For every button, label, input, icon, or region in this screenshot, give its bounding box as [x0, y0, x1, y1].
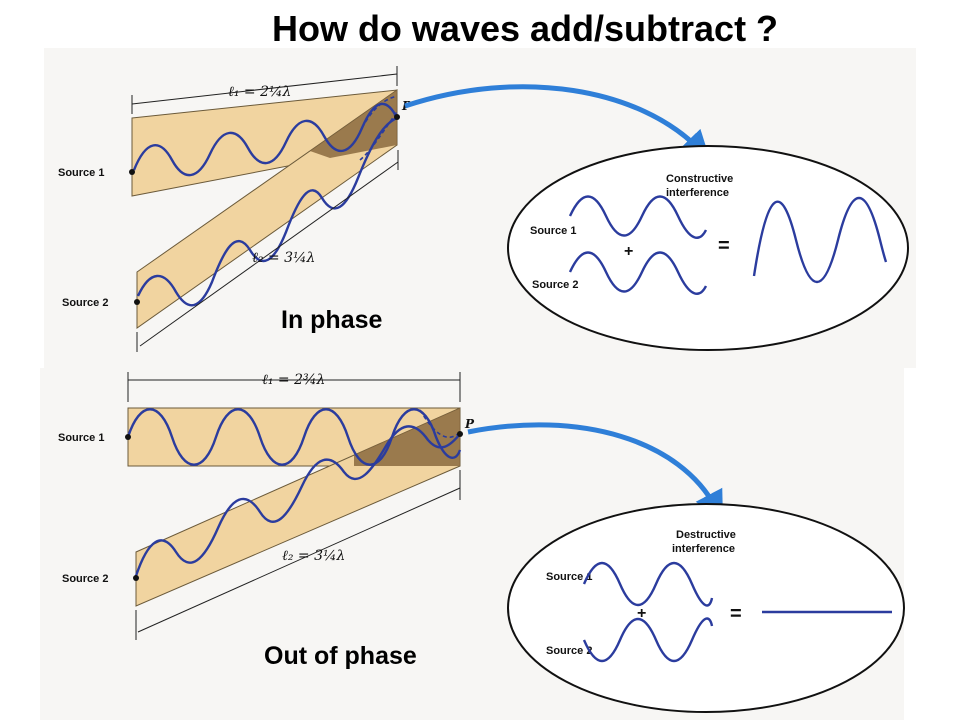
bottom-l2-label: ℓ₂ = 3¼λ: [282, 548, 345, 564]
bottom-wave-source1: [126, 408, 462, 466]
bottom-beams: [127, 407, 461, 607]
top-source1-dot: [129, 169, 135, 175]
top-oval-wave1: [568, 195, 708, 239]
bottom-oval-source1-label: Source 1: [546, 571, 592, 583]
top-oval-sum-wave: [752, 196, 888, 284]
top-equals-sign: =: [718, 235, 730, 257]
top-l2-dimension: [136, 150, 399, 352]
top-wave-source2: [136, 116, 398, 307]
caption-in-phase: In phase: [281, 306, 383, 334]
bottom-source1-label: Source 1: [58, 432, 104, 444]
caption-out-of-phase: Out of phase: [264, 642, 417, 670]
top-point-p-dot: [394, 114, 400, 120]
slide-title: How do waves add/subtract ?: [271, 8, 779, 49]
bottom-blue-arrow: [467, 422, 724, 522]
bottom-oval-wave2: [582, 617, 714, 662]
bottom-overlap-region: [354, 408, 460, 466]
top-source2-dot: [134, 299, 140, 305]
top-l1-dimension: [131, 66, 398, 114]
bottom-result-line2: interference: [672, 543, 735, 555]
bottom-l1-dimension: [127, 372, 461, 402]
bottom-l1-label: ℓ₁ = 2¾λ: [262, 372, 325, 388]
top-wave-dashed: [359, 95, 398, 161]
top-result-line1: Constructive: [666, 173, 733, 185]
top-source2-label: Source 2: [62, 297, 108, 309]
top-oval-wave2: [568, 251, 708, 295]
bottom-source2-dot: [133, 575, 139, 581]
top-oval-source2-label: Source 2: [532, 279, 578, 291]
top-source1-label: Source 1: [58, 167, 104, 179]
bottom-point-p-label: P: [464, 417, 475, 431]
top-l2-label: ℓ₂ = 3¼λ: [252, 250, 315, 266]
bottom-oval-wave1: [582, 562, 714, 607]
bottom-result-line1: Destructive: [676, 529, 736, 541]
bottom-source2-label: Source 2: [62, 573, 108, 585]
top-result-oval: [507, 145, 909, 351]
top-blue-arrow: [404, 84, 711, 161]
top-l1-label: ℓ₁ = 2¼λ: [228, 84, 291, 100]
top-beams: [131, 89, 398, 329]
bottom-l2-dimension: [135, 470, 461, 640]
bottom-oval-source2-label: Source 2: [546, 645, 592, 657]
bottom-wave-dashed: [419, 409, 461, 438]
top-oval-source1-label: Source 1: [530, 225, 576, 237]
bottom-source1-dot: [125, 434, 131, 440]
top-plus-sign: +: [624, 243, 633, 260]
bottom-wave-source2: [134, 425, 461, 577]
bottom-equals-sign: =: [730, 603, 742, 625]
bottom-plus-sign: +: [637, 605, 646, 622]
top-wave-source1: [132, 102, 399, 177]
top-result-line2: interference: [666, 187, 729, 199]
bottom-point-p-dot: [457, 431, 463, 437]
